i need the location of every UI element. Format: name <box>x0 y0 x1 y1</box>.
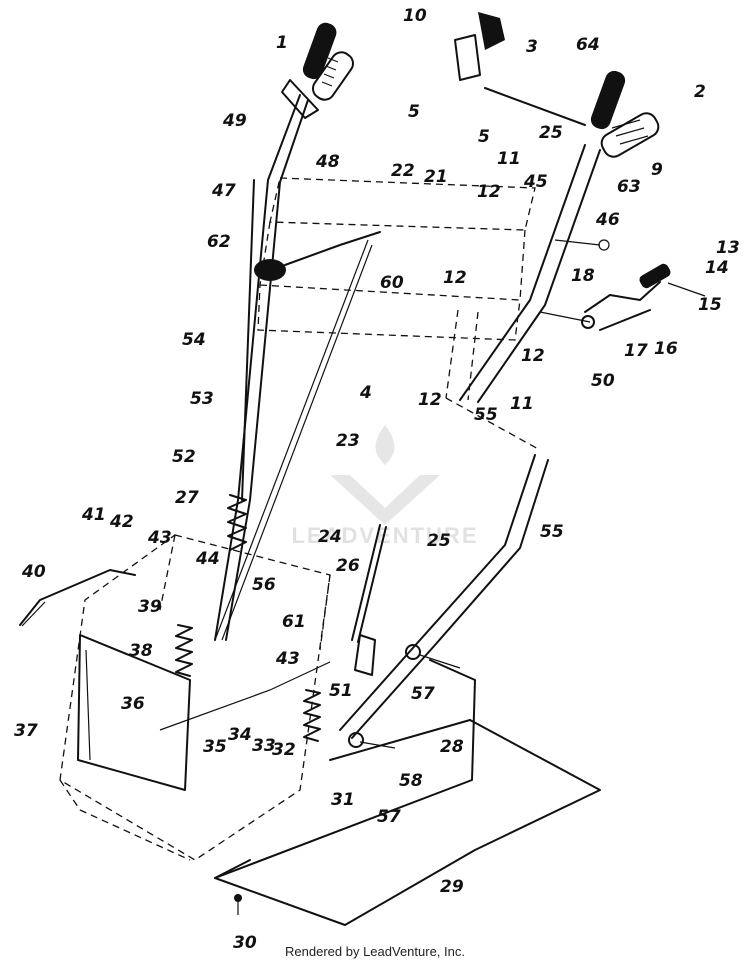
part-label: 5 <box>408 102 420 122</box>
part-label: 3 <box>526 37 538 57</box>
part-label: 54 <box>182 330 206 350</box>
part-label: 52 <box>172 447 196 467</box>
part-label: 43 <box>147 528 172 548</box>
part-label: 25 <box>427 531 451 551</box>
part-label: 4 <box>359 383 372 403</box>
part-label: 64 <box>576 35 600 55</box>
part-label: 13 <box>716 238 740 258</box>
part-label: 44 <box>195 549 220 569</box>
dashed-control-panel <box>257 177 541 451</box>
part-label: 23 <box>336 431 360 451</box>
part-label: 40 <box>21 562 46 582</box>
part-number-labels: 1 2 3 4 5 5 9 10 11 11 12 12 12 12 13 14… <box>14 6 740 953</box>
part-label: 62 <box>207 232 231 252</box>
part-label: 48 <box>315 152 340 172</box>
part-label: 58 <box>399 771 423 791</box>
part-label: 42 <box>109 512 134 532</box>
left-handle-assembly <box>214 22 381 641</box>
lower-handle-tube <box>339 454 549 739</box>
base-frame <box>19 524 601 926</box>
right-handle-assembly <box>454 12 706 403</box>
part-label: 37 <box>14 721 38 741</box>
part-label: 56 <box>252 575 276 595</box>
part-label: 50 <box>591 371 615 391</box>
part-label: 9 <box>651 160 663 180</box>
part-label: 12 <box>521 346 545 366</box>
part-label: 5 <box>478 127 490 147</box>
part-label: 45 <box>523 172 548 192</box>
part-label: 17 <box>624 341 648 361</box>
part-label: 21 <box>424 167 448 187</box>
part-label: 14 <box>705 258 729 278</box>
part-label: 1 <box>276 33 288 53</box>
parts-diagram: 1 2 3 4 5 5 9 10 11 11 12 12 12 12 13 14… <box>14 6 740 953</box>
part-label: 47 <box>211 181 236 201</box>
part-label: 60 <box>380 273 404 293</box>
part-label: 2 <box>694 82 706 102</box>
part-label: 32 <box>272 740 296 760</box>
part-label: 11 <box>497 149 521 169</box>
part-label: 30 <box>233 933 257 953</box>
part-label: 38 <box>129 641 153 661</box>
part-label: 36 <box>121 694 145 714</box>
part-label: 29 <box>440 877 464 897</box>
part-label: 26 <box>336 556 360 576</box>
part-label: 18 <box>571 266 595 286</box>
part-label: 53 <box>190 389 214 409</box>
part-label: 41 <box>81 505 106 525</box>
part-label: 16 <box>654 339 678 359</box>
part-label: 63 <box>617 177 641 197</box>
part-label: 31 <box>331 790 355 810</box>
part-label: 11 <box>510 394 534 414</box>
part-label: 27 <box>175 488 199 508</box>
part-label: 35 <box>203 737 227 757</box>
part-label: 55 <box>474 405 498 425</box>
part-label: 61 <box>282 612 306 632</box>
part-label: 51 <box>329 681 353 701</box>
part-label: 49 <box>222 111 247 131</box>
footer-credit: Rendered by LeadVenture, Inc. <box>285 944 465 959</box>
part-label: 55 <box>540 522 564 542</box>
part-label: 28 <box>440 737 464 757</box>
part-label: 22 <box>391 161 415 181</box>
part-label: 57 <box>411 684 435 704</box>
part-label: 12 <box>477 182 501 202</box>
part-label: 34 <box>228 725 252 745</box>
part-label: 39 <box>138 597 162 617</box>
part-label: 12 <box>418 390 442 410</box>
part-label: 57 <box>377 807 401 827</box>
part-label: 10 <box>403 6 427 26</box>
part-label: 43 <box>275 649 300 669</box>
part-label: 15 <box>698 295 722 315</box>
part-label: 46 <box>595 210 620 230</box>
part-label: 33 <box>252 736 276 756</box>
part-label: 25 <box>539 123 563 143</box>
part-label: 24 <box>318 527 342 547</box>
part-label: 12 <box>443 268 467 288</box>
